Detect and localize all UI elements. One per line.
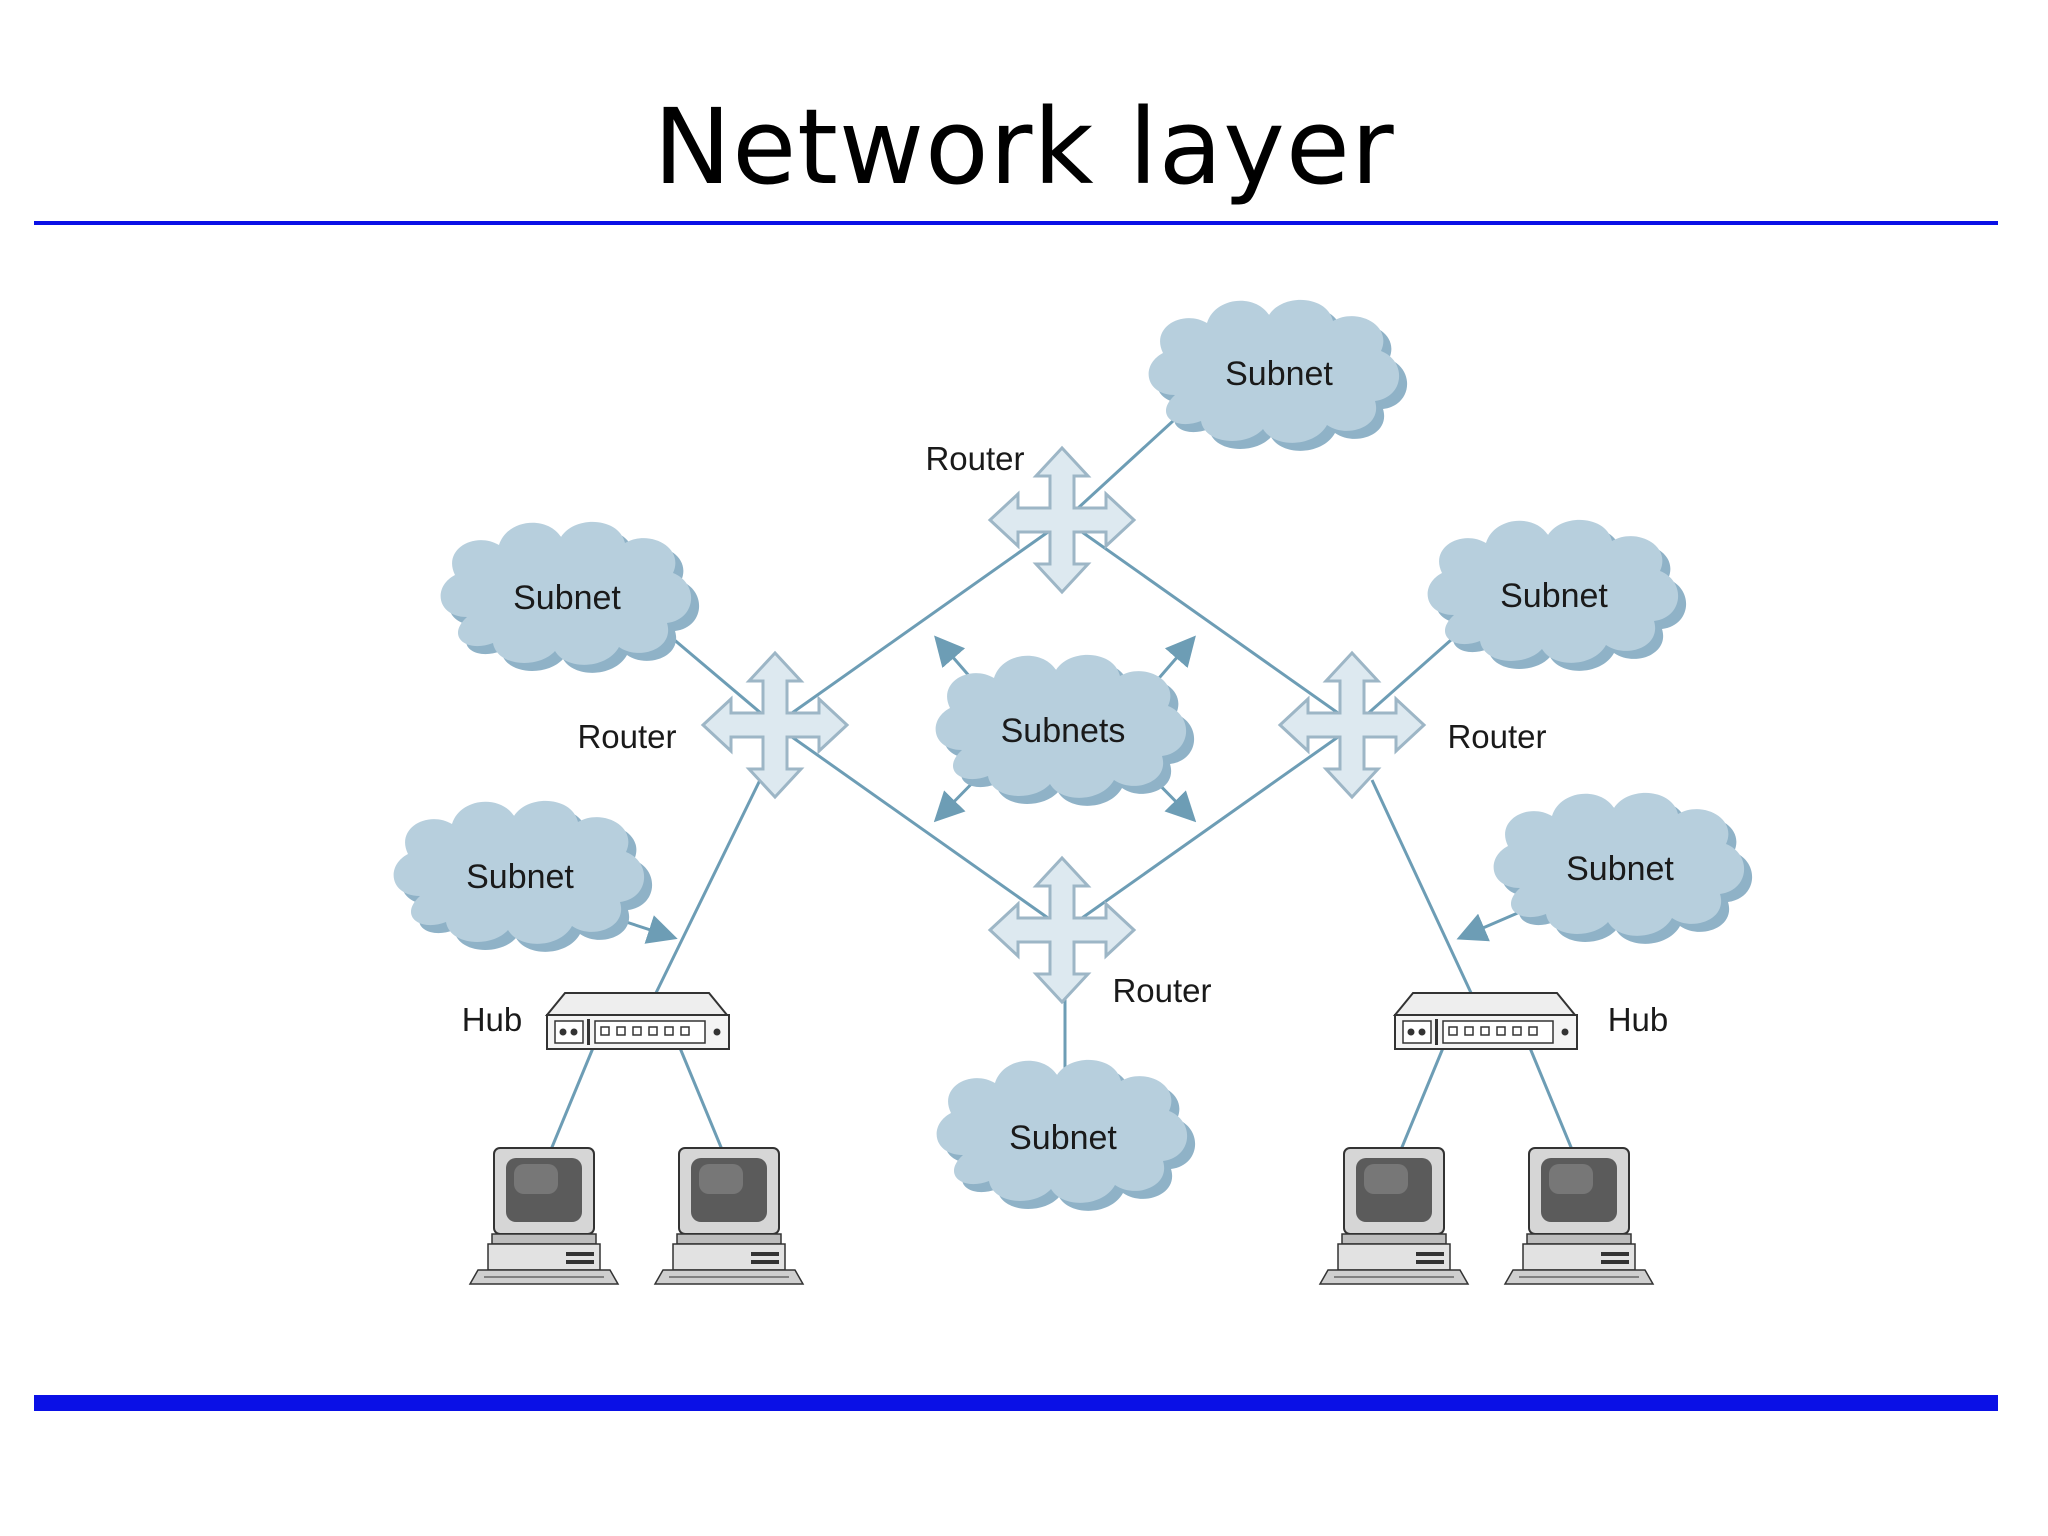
link-top-router-top-subnet bbox=[1063, 408, 1187, 522]
hub-label-left: Hub bbox=[462, 1001, 523, 1038]
subnet-cloud-top: Subnet bbox=[1148, 299, 1408, 451]
subnet-label-bottom: Subnet bbox=[1009, 1119, 1117, 1157]
computer-left-2 bbox=[653, 1147, 805, 1285]
link-right-router-upper-right-subnet bbox=[1354, 630, 1461, 727]
hub-icon bbox=[544, 992, 730, 1050]
hub-right: Hub bbox=[1392, 992, 1669, 1050]
subnet-label-top: Subnet bbox=[1225, 355, 1333, 393]
link-left-router-bottom-router bbox=[774, 723, 1066, 932]
router-right: Router bbox=[1278, 651, 1547, 799]
lower-right-subnet-arrow bbox=[1456, 910, 1521, 942]
computer-right-2 bbox=[1503, 1147, 1655, 1285]
link-right-hub-computer-1 bbox=[1398, 1047, 1445, 1153]
link-left-router-upper-left-subnet bbox=[664, 630, 776, 727]
subnet-cloud-upper-right: Subnet bbox=[1427, 519, 1687, 671]
slide-title: Network layer bbox=[653, 86, 1395, 208]
computer-left-1 bbox=[468, 1147, 620, 1285]
subnet-label-lower-left: Subnet bbox=[466, 858, 574, 896]
subnet-cloud-bottom: Subnet bbox=[936, 1059, 1196, 1211]
link-right-router-right-hub bbox=[1370, 779, 1474, 996]
subnet-label-upper-right: Subnet bbox=[1500, 577, 1608, 615]
router-bottom: Router bbox=[988, 856, 1212, 1009]
link-left-router-left-hub bbox=[653, 779, 762, 996]
computer-right-1 bbox=[1318, 1147, 1470, 1285]
subnet-cloud-lower-left: Subnet bbox=[393, 800, 653, 952]
subnet-label-lower-right: Subnet bbox=[1566, 850, 1674, 888]
router-icon bbox=[701, 651, 849, 799]
link-right-router-bottom-router bbox=[1064, 723, 1356, 932]
hub-label-right: Hub bbox=[1608, 1001, 1669, 1038]
router-label-bottom: Router bbox=[1112, 972, 1211, 1009]
router-top: Router bbox=[925, 440, 1136, 594]
link-right-hub-computer-2 bbox=[1528, 1047, 1575, 1153]
computer-icon bbox=[1318, 1147, 1470, 1285]
hub-icon bbox=[1392, 992, 1578, 1050]
link-left-hub-computer-1 bbox=[548, 1047, 595, 1153]
subnet-cloud-upper-left: Subnet bbox=[440, 521, 700, 673]
computer-icon bbox=[1503, 1147, 1655, 1285]
link-top-router-right-router bbox=[1064, 518, 1356, 727]
link-top-router-left-router bbox=[774, 518, 1066, 727]
title-rule bbox=[34, 221, 1998, 225]
router-left: Router bbox=[577, 651, 849, 799]
lower-left-subnet-arrow bbox=[619, 915, 678, 944]
computer-icon bbox=[653, 1147, 805, 1285]
router-icon bbox=[1278, 651, 1426, 799]
router-label-right: Router bbox=[1447, 718, 1546, 755]
footer-rule bbox=[34, 1395, 1998, 1411]
subnet-cloud-center: Subnets bbox=[935, 654, 1195, 806]
hub-left: Hub bbox=[462, 992, 730, 1050]
subnets-label-center: Subnets bbox=[1001, 712, 1126, 750]
link-left-hub-computer-2 bbox=[678, 1047, 725, 1153]
router-label-top: Router bbox=[925, 440, 1024, 477]
subnet-cloud-lower-right: Subnet bbox=[1493, 792, 1753, 944]
computer-icon bbox=[468, 1147, 620, 1285]
subnet-label-upper-left: Subnet bbox=[513, 579, 621, 617]
router-label-left: Router bbox=[577, 718, 676, 755]
links bbox=[548, 408, 1575, 1153]
